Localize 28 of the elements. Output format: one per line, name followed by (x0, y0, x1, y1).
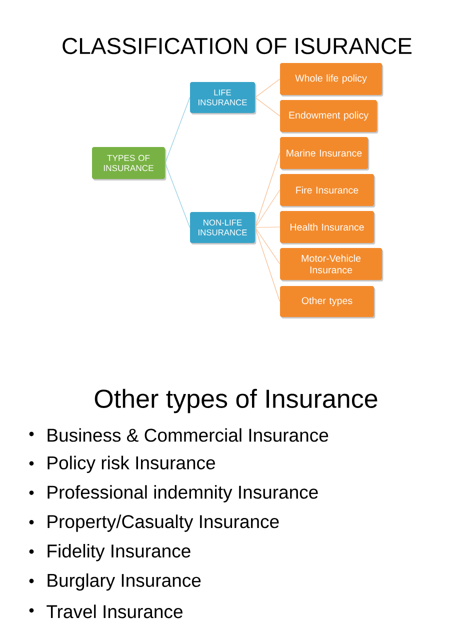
connector-line (254, 227, 280, 264)
category-box: LIFE INSURANCE (190, 82, 256, 114)
type-box: Motor-Vehicle Insurance (280, 248, 384, 282)
category-box: TYPES OF INSURANCE (92, 147, 166, 180)
type-box: Whole life policy (280, 63, 384, 96)
type-box: Health Insurance (280, 211, 376, 244)
title: CLASSIFICATION OF ISURANCE (62, 38, 412, 54)
list-item: Burglary Insurance (48, 573, 201, 591)
list-item: Business & Commercial Insurance (48, 428, 328, 442)
type-box: Other types (280, 286, 376, 318)
connector-line (254, 227, 280, 302)
type-box: Endowment policy (280, 100, 378, 134)
list-item: Policy risk Insurance (48, 456, 215, 474)
connector-line (164, 162, 190, 228)
heading: Other types of Insurance (94, 388, 378, 414)
connector-line (164, 97, 190, 164)
list-item: Property/Casualty Insurance (48, 514, 279, 532)
connector-line (254, 152, 280, 228)
connector-line (254, 97, 280, 116)
list-item: Fidelity Insurance (48, 544, 190, 562)
type-box: Fire Insurance (280, 174, 376, 208)
connector-line (254, 78, 280, 98)
list-item: Travel Insurance (46, 604, 182, 618)
type-box: Marine Insurance (280, 137, 370, 170)
list-item: Professional indemnity Insurance (48, 485, 318, 502)
connector-line (254, 190, 280, 228)
category-box: NON-LIFE INSURANCE (190, 212, 256, 244)
connector-line (254, 226, 280, 228)
